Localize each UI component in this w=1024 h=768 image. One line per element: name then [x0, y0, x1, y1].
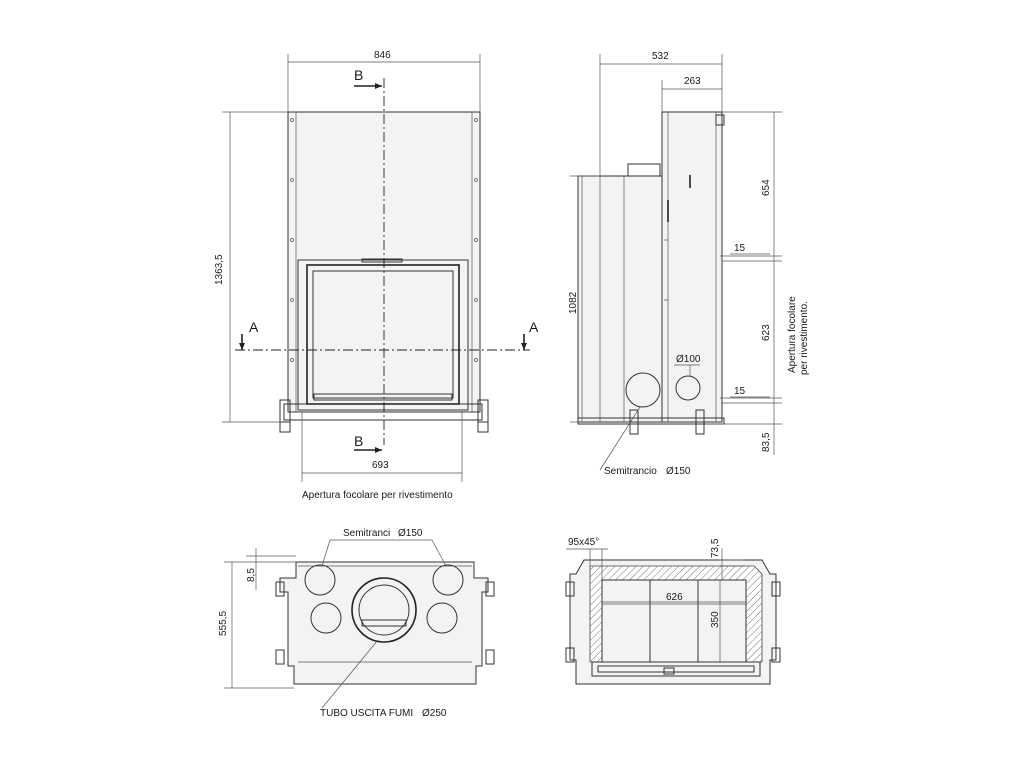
side-caption-line2: per rivestimento.	[799, 301, 810, 375]
side-gap-bottom-dim: 15	[734, 386, 746, 397]
plan-chamfer-dim: 95x45°	[568, 537, 599, 548]
side-body-height-dim: 1082	[568, 291, 579, 314]
top-body-outline	[279, 561, 489, 685]
front-width-dim: 846	[374, 50, 391, 61]
side-duct-diameter: Ø100	[676, 354, 701, 365]
plan-inner-depth-dim: 350	[710, 611, 721, 628]
side-knockout-label: Semitrancio	[604, 466, 657, 477]
front-door-frame	[297, 259, 469, 411]
top-knockout-4	[426, 602, 458, 634]
top-knockout-2	[432, 564, 464, 596]
top-depth-dim: 555,5	[218, 611, 229, 636]
side-front-body	[577, 175, 663, 423]
side-opening-height-dim: 623	[761, 324, 772, 341]
top-flue-diameter: Ø250	[422, 708, 447, 719]
side-top-depth-dim: 263	[684, 76, 701, 87]
side-knockout-150	[625, 372, 661, 408]
front-section-b-top: B	[354, 67, 363, 83]
top-flue	[351, 577, 417, 643]
side-knockout-diameter: Ø150	[666, 466, 691, 477]
top-knockout-3	[310, 602, 342, 634]
side-duct-100	[675, 375, 701, 401]
side-rear-body	[661, 111, 723, 423]
front-opening-dim: 693	[372, 460, 389, 471]
front-opening-caption: Apertura focolare per rivestimento	[302, 490, 453, 501]
front-view: B B A A 846 1363,5 693 Apertura focolare…	[214, 50, 539, 501]
top-offset-dim: 8,5	[246, 568, 257, 582]
front-base	[283, 403, 483, 421]
top-view: Semitranci Ø150 8,5 555,5 TUBO USCITA FU…	[218, 528, 495, 719]
side-view: 532 263 654 15 623 15 83,5 Apertura foco…	[568, 51, 810, 477]
side-caption-line1: Apertura focolare	[787, 296, 798, 373]
front-height-dim: 1363,5	[214, 254, 225, 285]
top-knockouts-label: Semitranci	[343, 528, 390, 539]
front-section-a-left: A	[249, 319, 259, 335]
plan-inner-width-dim: 626	[666, 592, 683, 603]
side-gap-top-dim: 15	[734, 243, 746, 254]
plan-outer-shell	[569, 559, 777, 685]
side-depth-dim: 532	[652, 51, 669, 62]
plan-section: 95x45° 73,5 626 350	[565, 537, 781, 685]
side-upper-height-dim: 654	[761, 179, 772, 196]
front-section-b-bottom: B	[354, 433, 363, 449]
plan-wall-dim: 73,5	[710, 538, 721, 558]
top-knockouts-diameter: Ø150	[398, 528, 423, 539]
top-knockout-1	[304, 564, 336, 596]
side-base-height-dim: 83,5	[761, 432, 772, 452]
top-flue-label: TUBO USCITA FUMI	[320, 708, 413, 719]
front-section-a-right: A	[529, 319, 539, 335]
